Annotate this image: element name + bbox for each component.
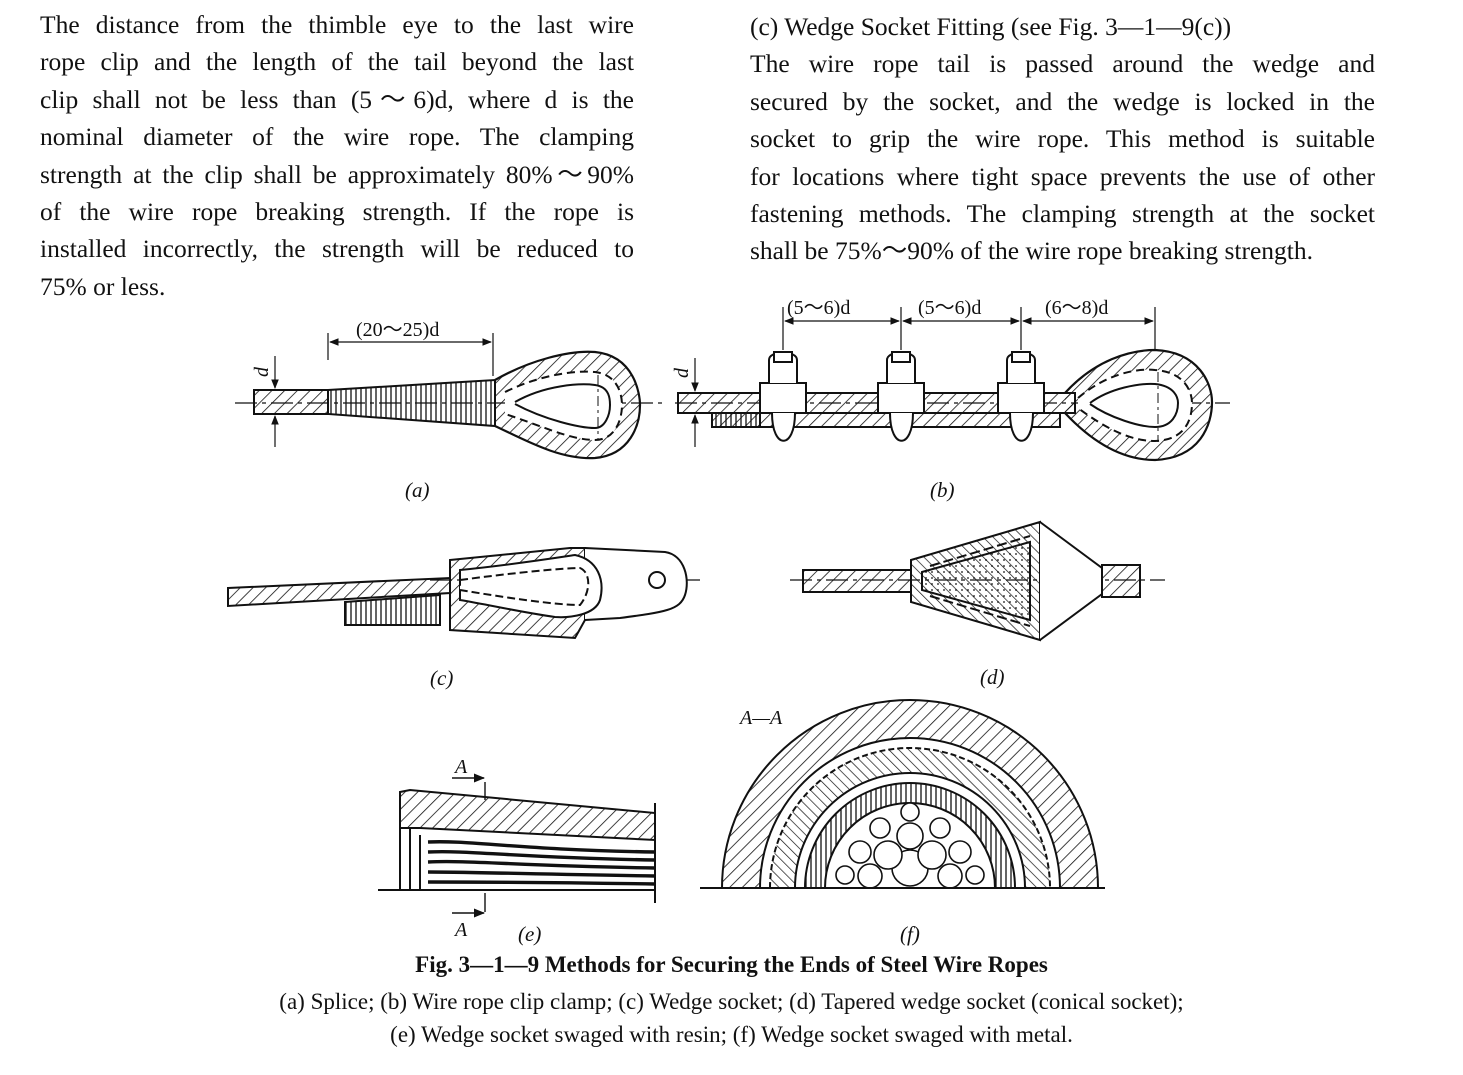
left-line-8: 75% or less. — [40, 271, 166, 301]
clip-2 — [877, 351, 925, 442]
section-mark-e-top: A — [453, 756, 468, 778]
left-line-5: strength at the clip shall be approximat… — [40, 159, 634, 189]
right-line-5: fastening methods. The clamping strength… — [750, 199, 1375, 229]
left-line-1: The distance from the thimble eye to the… — [40, 10, 634, 39]
figure-b-clip-clamp — [675, 307, 1230, 462]
right-paragraph: (c) Wedge Socket Fitting (see Fig. 3—1—9… — [750, 8, 1375, 270]
section-label-a-a: A—A — [738, 707, 783, 729]
label-d: (d) — [980, 665, 1005, 689]
wire-rope-end-figure: (20～25)d d (a) — [227, 297, 1230, 946]
right-heading: (c) Wedge Socket Fitting (see Fig. 3—1—9… — [750, 12, 1232, 41]
label-a: (a) — [405, 478, 430, 502]
clip-3 — [997, 351, 1045, 442]
caption-line-1: (a) Splice; (b) Wire rope clip clamp; (c… — [279, 989, 1184, 1014]
clip-1 — [759, 351, 807, 442]
dim-b-diameter: d — [671, 367, 693, 378]
dim-b-2: (5～6)d — [918, 297, 981, 319]
right-line-2: secured by the socket, and the wedge is … — [750, 86, 1375, 116]
right-line-6: shall be 75%～90% of the wire rope breaki… — [750, 236, 1313, 266]
label-c: (c) — [430, 666, 453, 690]
left-paragraph: The distance from the thimble eye to the… — [40, 6, 634, 305]
label-f: (f) — [900, 922, 920, 946]
figure-a-splice — [235, 333, 665, 460]
section-mark-e-bottom: A — [453, 919, 468, 941]
left-line-6: of the wire rope breaking strength. If t… — [40, 197, 634, 227]
figure-caption-title: Fig. 3—1—9 Methods for Securing the Ends… — [415, 952, 1048, 977]
label-e: (e) — [518, 922, 541, 946]
dim-a-diameter: d — [251, 366, 273, 377]
left-line-7: installed incorrectly, the strength will… — [40, 234, 634, 264]
dim-a-splice-length: (20～25)d — [356, 319, 439, 341]
right-line-1: The wire rope tail is passed around the … — [750, 49, 1375, 79]
dim-b-3: (6～8)d — [1045, 297, 1108, 319]
left-line-4: nominal diameter of the wire rope. The c… — [40, 122, 634, 152]
left-line-2: rope clip and the length of the tail bey… — [40, 47, 634, 77]
left-line-3: clip shall not be less than (5～6)d, wher… — [40, 84, 634, 114]
figure-caption-description: (a) Splice; (b) Wire rope clip clamp; (c… — [0, 985, 1463, 1051]
figure-e-resin-socket — [378, 773, 656, 918]
right-line-3: socket to grip the wire rope. This metho… — [750, 124, 1375, 154]
figure-c-wedge-socket — [227, 547, 700, 640]
right-line-4: for locations where tight space prevents… — [750, 161, 1375, 191]
caption-line-2: (e) Wedge socket swaged with resin; (f) … — [390, 1022, 1073, 1047]
dim-b-1: (5～6)d — [787, 297, 850, 319]
label-b: (b) — [930, 478, 955, 502]
figure-f-metal-socket-section — [700, 699, 1105, 889]
figure-d-conical-socket — [790, 520, 1165, 642]
